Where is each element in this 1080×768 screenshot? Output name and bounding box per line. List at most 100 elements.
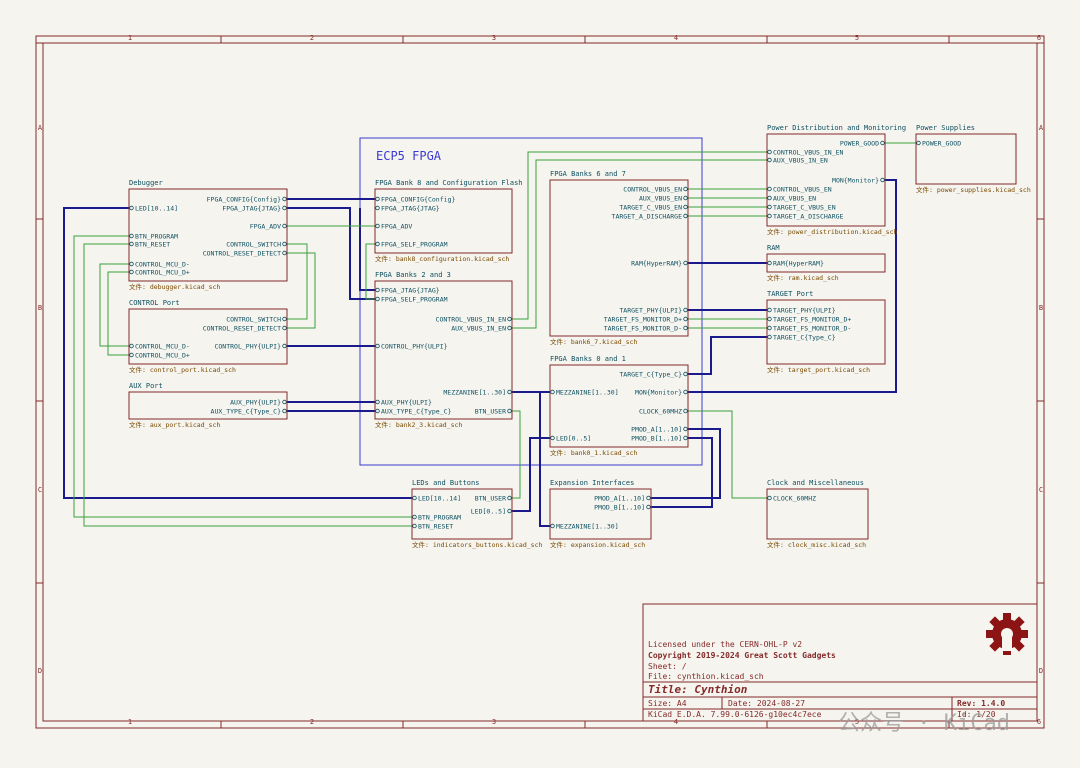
sheet-pin-marker: [507, 408, 512, 414]
sheet-pin[interactable]: LED[10..14]: [418, 495, 461, 503]
sheet-pin[interactable]: TARGET_C{Type_C}: [619, 371, 682, 379]
sheet-pin[interactable]: MON{Monitor}: [832, 177, 879, 185]
sheet-pin[interactable]: MEZZANINE[1..30]: [556, 523, 619, 531]
sheet-pin[interactable]: RAM{HyperRAM}: [631, 260, 682, 268]
sheet-pin[interactable]: FPGA_CONFIG{Config}: [207, 196, 281, 204]
sheet-pin[interactable]: AUX_TYPE_C{Type_C}: [381, 408, 452, 416]
frame-row-label: B: [1039, 304, 1043, 312]
sheet-pin[interactable]: CONTROL_VBUS_EN: [623, 186, 682, 194]
sheet-pin[interactable]: CLOCK_60MHZ: [639, 408, 682, 416]
sheet-pin[interactable]: PMOD_B[1..10]: [631, 435, 682, 443]
sheet-pin[interactable]: BTN_USER: [475, 408, 506, 416]
sheet-pin[interactable]: BTN_USER: [475, 495, 506, 503]
sheet-pin[interactable]: TARGET_PHY{ULPI}: [773, 307, 836, 315]
sheet-pin[interactable]: LED[0..5]: [556, 435, 591, 443]
sheet-pin[interactable]: RAM{HyperRAM}: [773, 260, 824, 268]
sheet-border[interactable]: [915, 133, 1017, 185]
sheet-pin[interactable]: CONTROL_PHY{ULPI}: [214, 343, 281, 351]
sheet-pin[interactable]: PMOD_A[1..10]: [594, 495, 645, 503]
sheet-pin[interactable]: CONTROL_RESET_DETECT: [203, 325, 281, 333]
sheet-pin-marker: [683, 307, 688, 313]
sheet-border[interactable]: [766, 133, 886, 227]
sheet-pin[interactable]: FPGA_SELF_PROGRAM: [381, 296, 448, 304]
sheet-pin[interactable]: LED[0..5]: [471, 508, 506, 516]
sheet-border[interactable]: [549, 179, 689, 337]
sheet-bank01[interactable]: FPGA Banks 0 and 1文件: bank0_1.kicad_schT…: [549, 355, 689, 457]
sheet-pin[interactable]: TARGET_C_VBUS_EN: [773, 204, 836, 212]
sheet-pin[interactable]: TARGET_A_DISCHARGE: [612, 213, 683, 221]
sheet-pin[interactable]: AUX_VBUS_IN_EN: [451, 325, 506, 333]
sheet-pin[interactable]: AUX_PHY{ULPI}: [381, 399, 432, 407]
sheet-pin[interactable]: MEZZANINE[1..30]: [443, 389, 506, 397]
sheet-pin[interactable]: TARGET_PHY{ULPI}: [619, 307, 682, 315]
sheet-pin[interactable]: MON{Monitor}: [635, 389, 682, 397]
sheet-pin[interactable]: AUX_PHY{ULPI}: [230, 399, 281, 407]
sheet-pin[interactable]: TARGET_C_VBUS_EN: [619, 204, 682, 212]
sheet-pin[interactable]: BTN_PROGRAM: [135, 233, 178, 241]
sheet-border[interactable]: [374, 188, 513, 254]
sheet-border[interactable]: [766, 488, 869, 540]
sheet-bank23[interactable]: FPGA Banks 2 and 3文件: bank2_3.kicad_schF…: [374, 271, 513, 429]
sheet-pin[interactable]: PMOD_A[1..10]: [631, 426, 682, 434]
sheet-pin[interactable]: FPGA_JTAG{JTAG}: [222, 205, 281, 213]
sheet-pin[interactable]: LED[10..14]: [135, 205, 178, 213]
sheet-border[interactable]: [766, 299, 886, 365]
sheet-pin[interactable]: CONTROL_RESET_DETECT: [203, 250, 281, 258]
sheet-pin[interactable]: TARGET_A_DISCHARGE: [773, 213, 844, 221]
sheet-border[interactable]: [549, 364, 689, 448]
sheet-border[interactable]: [128, 188, 288, 282]
sheet-pin[interactable]: TARGET_FS_MONITOR_D+: [604, 316, 682, 324]
sheet-border[interactable]: [128, 391, 288, 420]
sheet-pin[interactable]: CONTROL_PHY{ULPI}: [381, 343, 448, 351]
sheet-pin[interactable]: CONTROL_MCU_D-: [135, 261, 190, 269]
sheet-pin[interactable]: AUX_TYPE_C{Type_C}: [211, 408, 282, 416]
sheet-pin[interactable]: FPGA_ADV: [381, 223, 412, 231]
sheet-pin[interactable]: CONTROL_SWITCH: [226, 316, 281, 324]
sheet-pin[interactable]: FPGA_ADV: [250, 223, 281, 231]
sheet-border[interactable]: [128, 308, 288, 365]
sheet-pin[interactable]: CONTROL_VBUS_EN: [773, 186, 832, 194]
sheet-pin-marker: [412, 495, 417, 501]
sheet-pin[interactable]: FPGA_SELF_PROGRAM: [381, 241, 448, 249]
sheet-pin[interactable]: CONTROL_MCU_D-: [135, 343, 190, 351]
sheet-pin[interactable]: TARGET_FS_MONITOR_D-: [773, 325, 851, 333]
sheet-border[interactable]: [411, 488, 513, 540]
sheet-pin[interactable]: AUX_VBUS_EN: [773, 195, 816, 203]
sheet-pin[interactable]: BTN_PROGRAM: [418, 514, 461, 522]
sheet-pin[interactable]: TARGET_FS_MONITOR_D-: [604, 325, 682, 333]
sheet-pin[interactable]: POWER_GOOD: [922, 140, 961, 148]
sheet-pin[interactable]: AUX_VBUS_IN_EN: [773, 157, 828, 165]
sheet-border[interactable]: [374, 280, 513, 420]
sheet-pin[interactable]: CONTROL_VBUS_IN_EN: [436, 316, 507, 324]
sheet-pin[interactable]: CLOCK_60MHZ: [773, 495, 816, 503]
sheet-pin[interactable]: BTN_RESET: [418, 523, 453, 531]
sheet-pin[interactable]: FPGA_CONFIG{Config}: [381, 196, 455, 204]
sheet-pin[interactable]: CONTROL_MCU_D+: [135, 269, 190, 277]
sheet-pin[interactable]: CONTROL_VBUS_IN_EN: [773, 149, 844, 157]
sheet-pin[interactable]: MEZZANINE[1..30]: [556, 389, 619, 397]
sheet-border[interactable]: [766, 253, 886, 273]
sheet-pin[interactable]: FPGA_JTAG{JTAG}: [381, 287, 440, 295]
sheet-pin[interactable]: PMOD_B[1..10]: [594, 504, 645, 512]
sheet-pin[interactable]: CONTROL_MCU_D+: [135, 352, 190, 360]
sheet-pin[interactable]: TARGET_FS_MONITOR_D+: [773, 316, 851, 324]
sheet-border[interactable]: [549, 488, 652, 540]
sheet-pin[interactable]: BTN_RESET: [135, 241, 170, 249]
sheet-pin[interactable]: TARGET_C{Type_C}: [773, 334, 836, 342]
sheet-pin[interactable]: CONTROL_SWITCH: [226, 241, 281, 249]
sheet-pin[interactable]: POWER_GOOD: [840, 140, 879, 148]
sheet-pin[interactable]: AUX_VBUS_EN: [639, 195, 682, 203]
sheet-bank67[interactable]: FPGA Banks 6 and 7文件: bank6_7.kicad_schC…: [549, 170, 689, 346]
sheet-pin[interactable]: FPGA_JTAG{JTAG}: [381, 205, 440, 213]
